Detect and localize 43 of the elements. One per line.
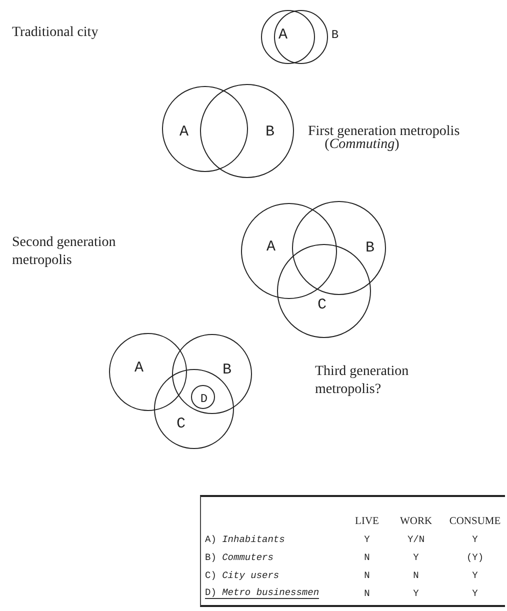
- table-cell: Y: [413, 552, 419, 562]
- venn-circle: [261, 10, 315, 64]
- venn-circle: [200, 84, 294, 178]
- column-header: LIVE: [355, 516, 379, 526]
- venn-circle: [191, 385, 215, 409]
- circle-letter: A: [266, 240, 276, 254]
- column-header: CONSUME: [449, 516, 501, 526]
- circle-letter: D: [200, 393, 208, 405]
- table-cell: A) Inhabitants: [205, 534, 285, 544]
- table-cell: N: [364, 552, 370, 562]
- table-cell: Y: [364, 534, 370, 544]
- circle-letter: B: [266, 124, 274, 140]
- circle-letter: A: [180, 124, 188, 140]
- circle-letter: C: [318, 298, 326, 312]
- table-cell: N: [364, 588, 370, 598]
- circle-letter: B: [222, 362, 232, 378]
- diagram-caption: Second generation metropolis: [12, 234, 117, 270]
- table-cell: Y: [472, 588, 478, 598]
- venn-circle: [162, 86, 248, 172]
- table-cell: N: [413, 570, 419, 580]
- table-cell: Y: [472, 534, 478, 544]
- circle-letter: C: [176, 416, 186, 432]
- venn-circle: [109, 333, 187, 411]
- diagram-caption: Traditional city: [12, 24, 100, 42]
- circle-letter: A: [134, 360, 144, 376]
- table-cell: Y: [472, 570, 478, 580]
- table-cell: C) City users: [205, 570, 280, 580]
- diagram-caption: First generation metropolis: [308, 123, 461, 139]
- table-cell: D) Metro businessmen: [205, 587, 320, 599]
- table-cell: (Y): [466, 552, 484, 562]
- column-header: WORK: [400, 516, 432, 526]
- venn-circle: [292, 201, 386, 295]
- circle-letter: B: [331, 29, 339, 41]
- diagram-caption: Third generation metropolis?: [315, 363, 410, 399]
- venn-circle: [241, 203, 337, 299]
- table-cell: Y: [413, 588, 419, 598]
- venn-circle: [172, 334, 252, 414]
- circle-letter: B: [366, 240, 374, 256]
- table-cell: N: [364, 570, 370, 580]
- diagram-caption: (Commuting): [324, 137, 400, 154]
- table-cell: Y/N: [407, 534, 425, 544]
- circle-letter: A: [278, 28, 288, 42]
- table-cell: B) Commuters: [205, 552, 274, 562]
